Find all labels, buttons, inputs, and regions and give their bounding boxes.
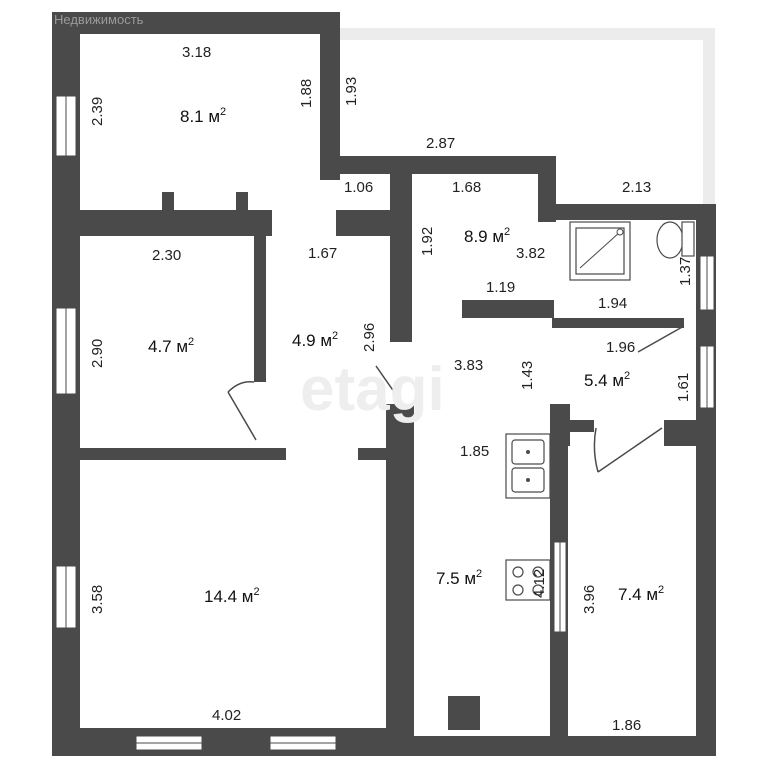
dim-label: 2.96 (361, 323, 378, 352)
center-watermark: etagi (300, 355, 445, 424)
door-bath (637, 325, 685, 353)
dim-label: 1.88 (298, 79, 315, 108)
dim-label: 3.58 (89, 585, 106, 614)
wall-hall-bottom (568, 420, 594, 432)
wall-above-living (80, 448, 286, 460)
outer-boundary-top (330, 28, 715, 40)
dim-label: 1.06 (344, 179, 373, 196)
dim-label: 4.12 (531, 569, 548, 598)
area-right-room: 7.4 м2 (618, 584, 664, 604)
dim-label: 3.18 (182, 44, 211, 61)
area-hall: 5.4 м2 (584, 370, 630, 390)
door-corridor (375, 365, 405, 407)
dim-label: 1.43 (519, 361, 536, 390)
dim-label: 1.96 (606, 339, 635, 356)
chimney-block (448, 696, 480, 730)
dim-label: 2.87 (426, 135, 455, 152)
dim-label: 2.30 (152, 247, 181, 264)
wall-bottom-left (52, 728, 414, 756)
door-47 (227, 380, 257, 441)
area-bathroom: 8.9 м2 (464, 226, 510, 246)
area-kitchen: 7.5 м2 (436, 568, 482, 588)
wall-47-49 (254, 236, 266, 382)
wall-bath-bottom-right (552, 318, 684, 328)
wall-kitchen-corner (550, 404, 570, 446)
wall-living-right (386, 404, 414, 756)
wall-right-upper (696, 204, 716, 448)
wall-bath-bottom (462, 300, 554, 318)
dim-label: 1.93 (343, 77, 360, 106)
dim-label: 3.83 (454, 357, 483, 374)
room-areas: 8.1 м2 4.7 м2 4.9 м2 8.9 м2 5.4 м2 14.4 … (148, 106, 664, 606)
dim-label: 1.67 (308, 245, 337, 262)
windows (55, 95, 715, 751)
dim-label: 2.13 (622, 179, 651, 196)
dim-label: 1.61 (675, 373, 692, 402)
area-room-mid-left: 4.7 м2 (148, 336, 194, 356)
wall-right-lower (696, 420, 716, 756)
wall-pillar-2 (236, 192, 248, 212)
wall-step (320, 156, 556, 174)
brand-watermark: Недвижимость (54, 12, 144, 27)
wall-topleft-right (320, 12, 340, 180)
wall-bottom-right (568, 736, 716, 756)
area-living: 14.4 м2 (204, 586, 260, 606)
dim-label: 4.02 (212, 707, 241, 724)
dim-label: 1.86 (612, 717, 641, 734)
wall-bath-left (390, 172, 412, 342)
wall-mid-horizontal (80, 210, 272, 236)
toilet (656, 221, 684, 259)
dim-label: 1.85 (460, 443, 489, 460)
dim-label: 3.96 (581, 585, 598, 614)
outer-boundary-right (703, 28, 715, 208)
wall-top (52, 12, 340, 34)
dim-label: 1.19 (486, 279, 515, 296)
door-right-room (593, 427, 663, 473)
doors (227, 325, 685, 473)
wall-bath-top (538, 204, 713, 220)
fixtures (448, 221, 695, 730)
dim-label: 1.37 (677, 257, 694, 286)
dim-label: 1.68 (452, 179, 481, 196)
wall-bottom-kitchen (386, 736, 568, 756)
dim-label: 2.39 (89, 97, 106, 126)
dim-label: 1.94 (598, 295, 627, 312)
kitchen-stove (505, 559, 551, 601)
dim-label: 3.82 (516, 245, 545, 262)
area-corridor: 4.9 м2 (292, 330, 338, 350)
wall-pillar-1 (162, 192, 174, 212)
dimension-labels: 3.18 2.39 1.88 1.93 2.87 1.06 1.68 2.13 … (89, 44, 694, 734)
area-room-top-left: 8.1 м2 (180, 106, 226, 126)
dim-label: 1.92 (419, 227, 436, 256)
dim-label: 2.90 (89, 339, 106, 368)
